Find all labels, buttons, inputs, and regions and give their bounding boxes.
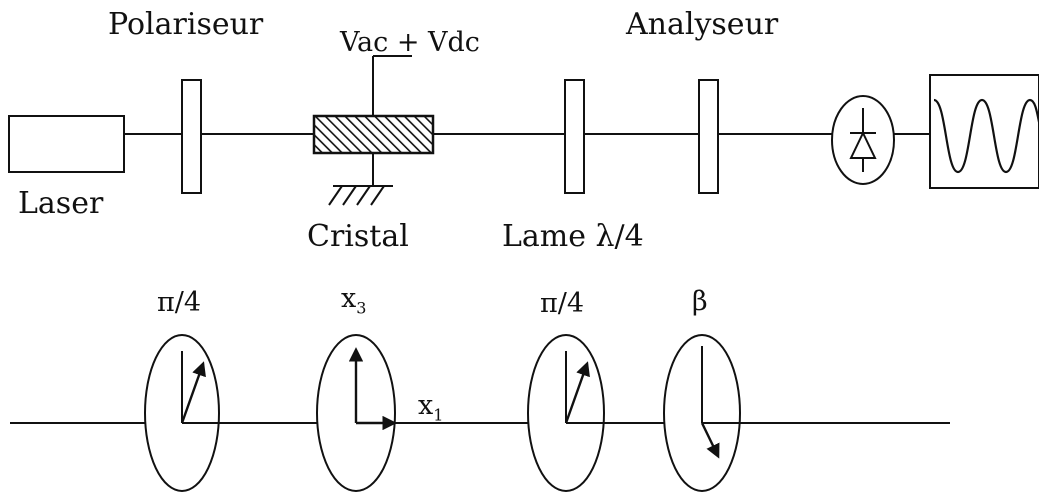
- analyser-ellipse: [663, 334, 741, 492]
- analyser-angle-label: β: [692, 286, 708, 317]
- x3-axis-letter: x: [341, 283, 357, 314]
- ground-symbol: [328, 185, 393, 206]
- polariser-vector-arrow: [180, 361, 206, 424]
- plate-angle-label: π/4: [540, 288, 585, 319]
- analyser-vector-arrow: [700, 422, 720, 459]
- crystal-axes-ellipse: [316, 334, 397, 492]
- voltage-label: Vac + Vdc: [340, 27, 480, 58]
- photodiode-detector: [831, 95, 895, 185]
- quarter-wave-plate-label: Lame λ/4: [502, 219, 644, 254]
- x1-axis-letter: x: [418, 390, 434, 421]
- laser-source: [8, 115, 125, 173]
- analyser-plate: [698, 79, 719, 194]
- oscilloscope-display: [929, 74, 1039, 189]
- plate-vector-arrow: [564, 361, 590, 424]
- polariser-angle-label: π/4: [157, 287, 202, 318]
- analyser-label: Analyseur: [626, 7, 779, 42]
- polariser-label: Polariseur: [108, 7, 264, 42]
- crystal-element: [312, 55, 435, 186]
- crystal-label: Cristal: [307, 219, 409, 254]
- x3-axis-subscript: 3: [356, 298, 367, 318]
- plate-ellipse: [527, 334, 605, 492]
- x1-axis-subscript: 1: [433, 405, 444, 425]
- x3-axis-label: x3: [341, 285, 366, 316]
- laser-label: Laser: [18, 186, 104, 221]
- quarter-wave-plate: [564, 79, 585, 194]
- x1-axis-label: x1: [418, 392, 443, 423]
- polariser-ellipse: [144, 334, 220, 492]
- polariser-plate: [181, 79, 202, 194]
